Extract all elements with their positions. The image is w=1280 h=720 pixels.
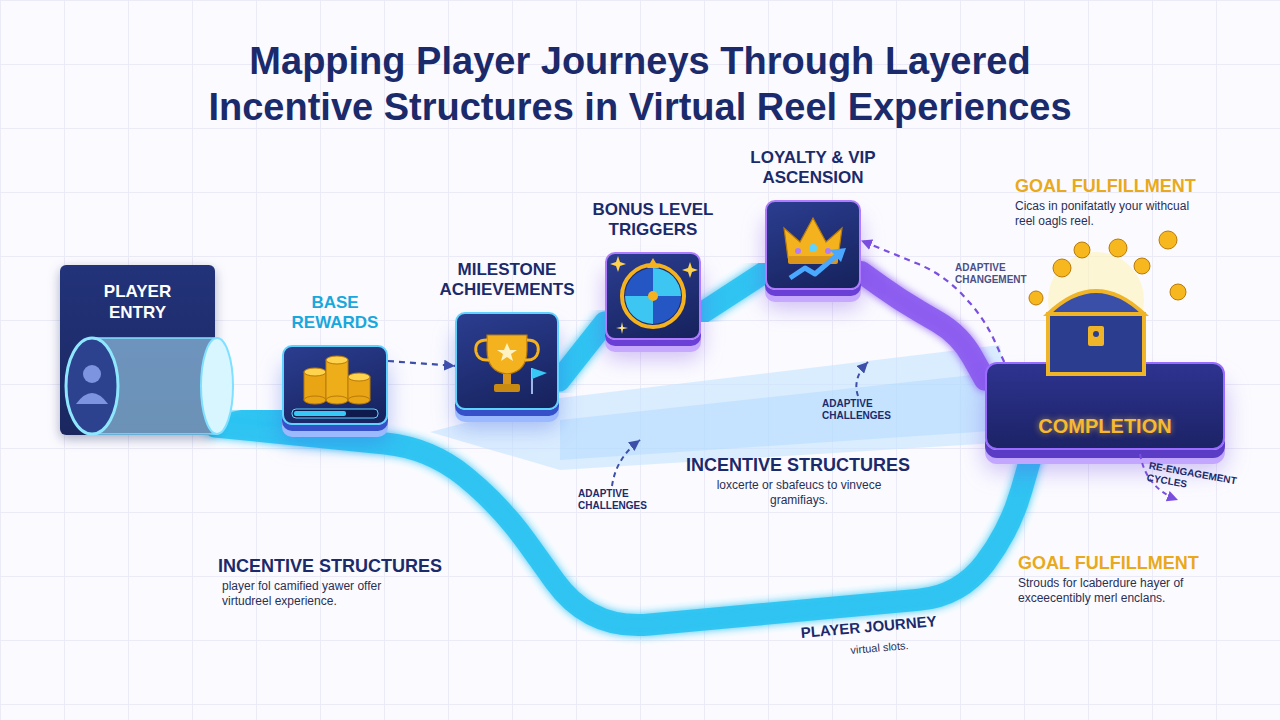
coin-stack-icon [304, 368, 326, 376]
crown-icon [830, 248, 846, 262]
trophy-icon [531, 368, 533, 394]
entry-portal [201, 338, 233, 434]
bonus-wheel-icon [622, 265, 684, 327]
coin-stack-icon [304, 396, 326, 404]
flow-connector [388, 361, 455, 366]
progress-bar [292, 409, 378, 418]
note-label: Cicas in ponifatatly your withcual reel … [1015, 199, 1193, 229]
crown-icon [809, 244, 817, 252]
bonus-wheel-icon [653, 296, 681, 324]
gold-coins [1134, 258, 1150, 274]
crown-icon [790, 256, 836, 278]
bonus-wheel-icon [616, 322, 628, 334]
gold-coins [1170, 284, 1186, 300]
gold-coins [1029, 291, 1043, 305]
process-box: BONUS LEVEL TRIGGERS [605, 252, 701, 340]
track-band [560, 372, 1006, 460]
node-label: BASE REWARDS [285, 293, 385, 333]
note-label: GOAL FULFILLMENT [1018, 552, 1199, 574]
gold-coins [1109, 239, 1127, 257]
flow-connector [701, 272, 765, 314]
entry-portal [66, 338, 233, 434]
trophy-icon [503, 374, 511, 384]
treasure-chest-icon [1048, 252, 1144, 374]
diagram-title: Mapping Player Journeys Through Layered … [190, 38, 1090, 130]
process-box: PLAYER ENTRY [60, 265, 215, 435]
gold-coins [1029, 231, 1186, 305]
coin-stack-icon [348, 396, 370, 404]
leader-arrow [612, 440, 640, 486]
node-label: BONUS LEVEL TRIGGERS [588, 200, 718, 240]
coin-stack-icon [304, 356, 370, 404]
crown-icon [784, 218, 842, 258]
process-box: BASE REWARDS [282, 345, 388, 425]
note-label: PLAYER JOURNEY [800, 612, 937, 642]
treasure-chest-icon [1048, 252, 1144, 348]
progress-bar [292, 409, 378, 418]
bonus-wheel-icon [682, 262, 698, 278]
treasure-chest-icon [1048, 291, 1144, 314]
flow-connector [559, 322, 605, 380]
bonus-wheel-icon [610, 256, 698, 334]
note-label: loxcerte or sbafeucs to vinvece gramifia… [688, 478, 910, 508]
treasure-chest-icon [1093, 331, 1099, 337]
trophy-icon [487, 335, 527, 374]
note-label: RE-ENGAGEMENT CYCLES [1146, 460, 1249, 501]
coin-stack-icon [326, 360, 348, 400]
crown-icon [825, 248, 831, 254]
trophy-icon [532, 368, 547, 379]
node-label: LOYALTY & VIP ASCENSION [746, 148, 881, 188]
leader-arrow [856, 362, 868, 396]
process-box: COMPLETION [985, 362, 1225, 450]
bonus-wheel-icon [610, 256, 626, 272]
edge-label: ADAPTIVE CHANGEMENT [955, 262, 1035, 286]
note-label: virtual slots. [850, 639, 909, 657]
entry-portal [83, 365, 101, 383]
crown-icon [788, 256, 838, 264]
trophy-icon [497, 343, 517, 361]
trophy-icon [494, 384, 520, 392]
note-label: GOAL FULFILLMENT [1015, 175, 1196, 197]
note-label: ADAPTIVE CHALLENGES [822, 398, 902, 422]
entry-portal [92, 338, 217, 434]
node-label: PLAYER ENTRY [60, 281, 215, 323]
note-label: Strouds for lcaberdure hayer of exceecen… [1018, 576, 1218, 606]
note-label: ADAPTIVE CHALLENGES [578, 488, 658, 512]
note-label: player fol camified yawer offer virtudre… [222, 579, 427, 609]
process-box: LOYALTY & VIP ASCENSION [765, 200, 861, 290]
crown-icon [795, 248, 801, 254]
coin-stack-icon [326, 356, 348, 364]
bonus-wheel-icon [625, 296, 653, 324]
trophy-icon [476, 335, 547, 394]
flow-connector [861, 272, 985, 380]
gold-coins [1053, 259, 1071, 277]
coin-stack-icon [304, 372, 326, 400]
flow-connector [861, 241, 1004, 363]
bonus-wheel-icon [625, 268, 653, 296]
trophy-icon [476, 340, 489, 360]
bonus-wheel-icon [653, 268, 681, 296]
node-label: MILESTONE ACHIEVEMENTS [432, 260, 582, 300]
coin-stack-icon [348, 377, 370, 400]
entry-portal [76, 393, 108, 404]
gold-coins [1159, 231, 1177, 249]
bonus-wheel-icon [647, 258, 659, 268]
bonus-wheel-icon [648, 291, 658, 301]
trophy-icon [525, 340, 538, 360]
flow-connector [215, 427, 1033, 626]
crown-icon [784, 218, 846, 278]
entry-portal [66, 338, 118, 434]
treasure-chest-icon [1088, 326, 1104, 346]
node-label: COMPLETION [987, 414, 1223, 438]
coin-stack-icon [348, 373, 370, 381]
process-box: MILESTONE ACHIEVEMENTS [455, 312, 559, 410]
note-label: INCENTIVE STRUCTURES [686, 454, 910, 476]
progress-bar [294, 411, 346, 416]
gold-coins [1074, 242, 1090, 258]
note-label: INCENTIVE STRUCTURES [218, 555, 442, 577]
treasure-chest-icon [1048, 314, 1144, 374]
coin-stack-icon [326, 396, 348, 404]
